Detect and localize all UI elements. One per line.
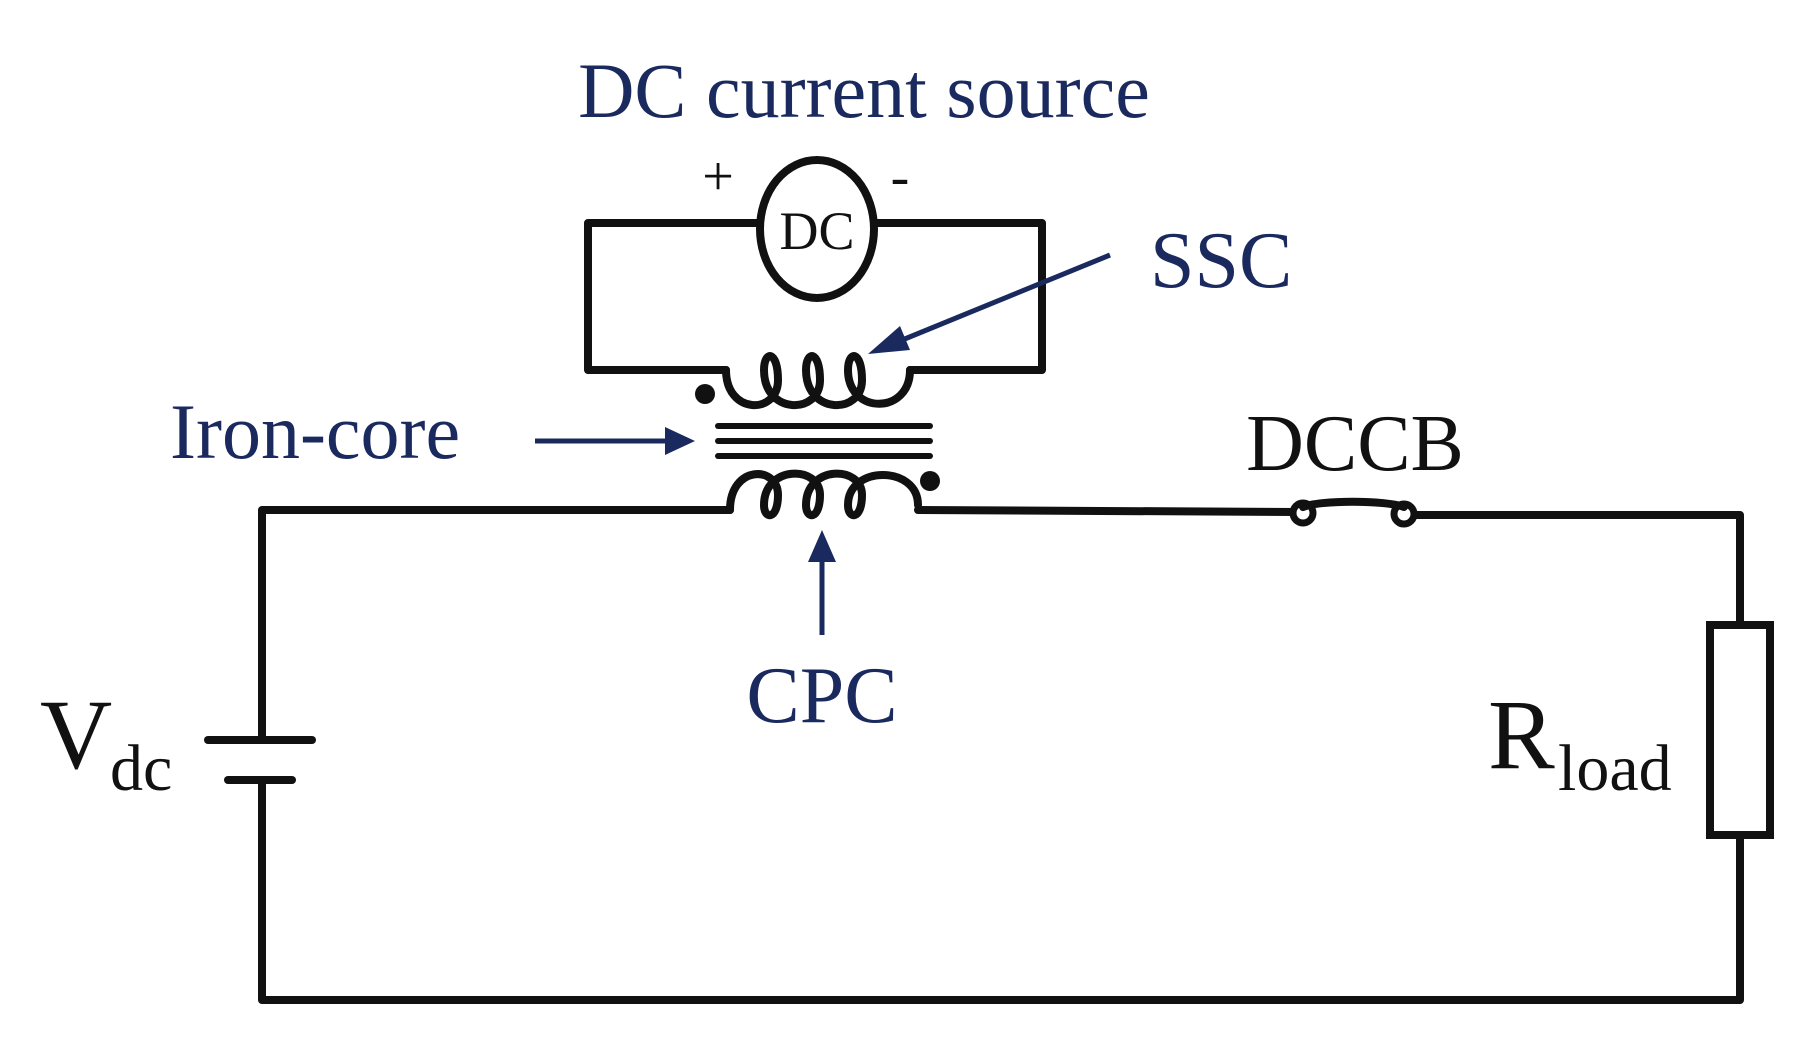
cpc-polarity-dot	[920, 471, 940, 491]
vdc-label-main: V	[40, 679, 112, 790]
iron-core	[715, 423, 933, 459]
rload-label-sub: load	[1558, 732, 1672, 805]
vdc-label: V dc	[40, 679, 172, 805]
iron-core-label: Iron-core	[170, 388, 460, 475]
ssc-winding	[695, 352, 914, 409]
dc-source-title: DC current source	[578, 47, 1150, 134]
main-circuit	[258, 506, 1744, 1004]
cpc-arrow	[808, 530, 836, 635]
load-resistor	[1706, 621, 1774, 839]
cpc-winding	[726, 469, 940, 520]
vdc-battery	[204, 736, 316, 784]
rload-label: R load	[1488, 679, 1672, 805]
dc-source-symbol: DC	[756, 156, 878, 302]
vdc-label-sub: dc	[110, 732, 172, 805]
cpc-label: CPC	[746, 652, 897, 740]
ssc-label: SSC	[1150, 217, 1292, 305]
dccb-label: DCCB	[1246, 400, 1464, 488]
dc-source-symbol-label: DC	[779, 201, 854, 261]
rload-label-main: R	[1488, 679, 1555, 790]
dc-source-loop	[584, 219, 1046, 374]
minus-sign: -	[891, 146, 910, 208]
iron-core-arrow	[535, 427, 695, 455]
dccb-breaker	[1289, 497, 1418, 528]
plus-sign: +	[702, 146, 734, 208]
ssc-polarity-dot	[695, 384, 715, 404]
ssc-arrow	[868, 252, 1111, 354]
